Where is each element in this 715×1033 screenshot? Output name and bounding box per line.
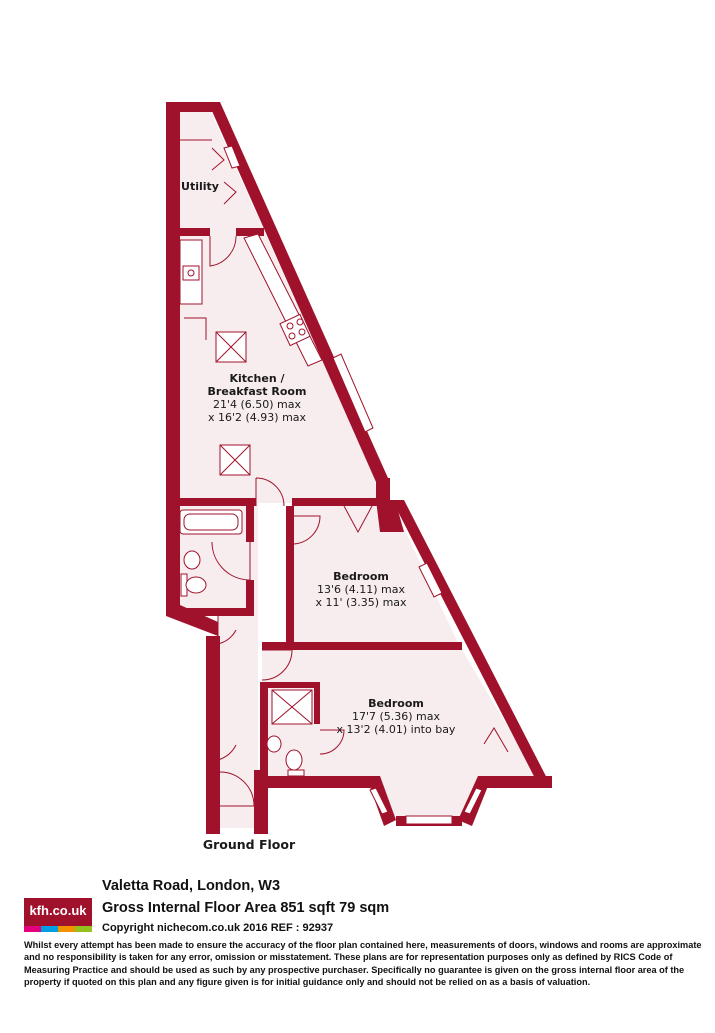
brand-strip-magenta [24, 926, 41, 932]
room-dim-bedroom-2-a: 17'7 (5.36) max [352, 710, 441, 723]
floor-area: Gross Internal Floor Area 851 sqft 79 sq… [102, 900, 390, 916]
property-address: Valetta Road, London, W3 [102, 878, 281, 894]
room-label-bedroom-2: Bedroom [368, 697, 424, 710]
room-label-utility: Utility [181, 180, 219, 193]
internal-walls [178, 228, 462, 778]
brand-strip-orange [58, 926, 75, 932]
brand-logo-text: kfh.co.uk [29, 903, 87, 918]
doors [184, 147, 509, 807]
room-dim-bedroom-1-a: 13'6 (4.11) max [317, 583, 406, 596]
floor-label: Ground Floor [203, 837, 296, 852]
fixtures [179, 139, 323, 777]
room-dim-kitchen-1: 21'4 (6.50) max [213, 398, 302, 411]
room-label-kitchen-line2: Breakfast Room [208, 385, 307, 398]
brand-strip-green [75, 926, 92, 932]
room-label-kitchen-line1: Kitchen / [229, 372, 285, 385]
room-dim-kitchen-2: x 16'2 (4.93) max [208, 411, 307, 424]
windows [223, 145, 483, 825]
copyright-ref: Copyright nichecom.co.uk 2016 REF : 9293… [102, 922, 334, 934]
room-dim-bedroom-1-b: x 11' (3.35) max [315, 596, 407, 609]
brand-logo: kfh.co.uk [24, 898, 92, 932]
brand-strip-blue [41, 926, 58, 932]
disclaimer-text: Whilst every attempt has been made to en… [24, 940, 702, 988]
brand-logo-strip [24, 926, 92, 932]
room-dim-bedroom-2-b: x 13'2 (4.01) into bay [337, 723, 456, 736]
floor-plan: Utility Kitchen / Breakfast Room 21'4 (6… [166, 102, 552, 852]
room-label-bedroom-1: Bedroom [333, 570, 389, 583]
